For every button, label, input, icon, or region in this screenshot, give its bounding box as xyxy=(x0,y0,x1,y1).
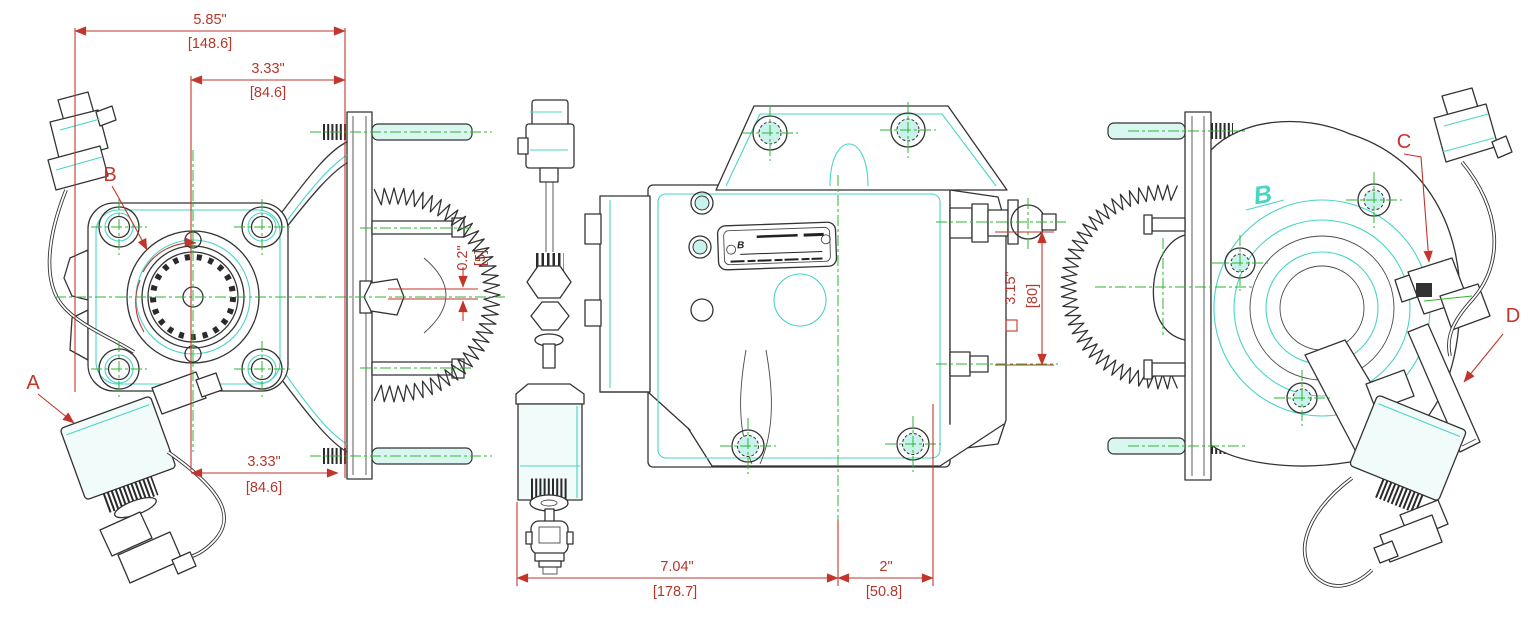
svg-text:[84.6]: [84.6] xyxy=(246,480,282,496)
rotation-arc xyxy=(135,279,145,333)
shift-lever-d xyxy=(1407,323,1481,453)
dim-flange-offset-bottom: 3.33" [84.6] xyxy=(190,454,339,496)
svg-text:C: C xyxy=(1397,131,1411,153)
nameplate-text-lines xyxy=(730,232,824,263)
svg-text:[50.8]: [50.8] xyxy=(866,584,902,600)
svg-text:0.2": 0.2" xyxy=(455,245,471,270)
rear-view: B xyxy=(1060,87,1520,588)
svg-text:7.04": 7.04" xyxy=(660,559,693,575)
shift-solenoid-assembly xyxy=(515,99,585,575)
centerlines xyxy=(55,131,505,457)
svg-text:3.33": 3.33" xyxy=(251,61,284,77)
dim-flange-offset-top: 3.33" [84.6] xyxy=(190,61,346,470)
svg-text:3.15": 3.15" xyxy=(1003,271,1019,304)
svg-text:[178.7]: [178.7] xyxy=(653,584,697,600)
solenoid-a xyxy=(60,371,223,519)
square-symbol xyxy=(1005,319,1018,332)
wire-connector-bottom xyxy=(1373,499,1449,564)
wire-connector-top xyxy=(47,91,117,191)
bottom-flange xyxy=(687,423,1005,467)
svg-text:[84.6]: [84.6] xyxy=(250,85,286,101)
svg-text:D: D xyxy=(1506,305,1520,327)
mounting-plate xyxy=(1184,111,1212,481)
front-view: 5.85" [148.6] 3.33" [84.6] 3.33" [84.6] … xyxy=(26,12,505,584)
callout-b: B xyxy=(103,164,148,251)
bearing-dome xyxy=(423,257,447,334)
svg-text:5.85": 5.85" xyxy=(193,12,226,28)
svg-text:[5]: [5] xyxy=(473,250,489,266)
solenoid-bottom xyxy=(1349,369,1467,515)
nameplate: B xyxy=(716,221,838,271)
top-flange xyxy=(715,105,1008,191)
svg-text:2": 2" xyxy=(879,559,892,575)
shift-cover xyxy=(599,195,651,393)
svg-text:[80]: [80] xyxy=(1025,284,1041,308)
svg-text:3.33": 3.33" xyxy=(247,454,280,470)
callout-a: A xyxy=(26,372,75,424)
dim-body-length: 7.04" [178.7] xyxy=(516,502,839,600)
svg-text:B: B xyxy=(103,164,116,186)
callout-c: C xyxy=(1397,131,1433,263)
centerlines xyxy=(1095,130,1402,447)
rotation-arrow xyxy=(142,237,197,273)
cable xyxy=(166,450,227,561)
dim-gear-offset: 0.2" [5] xyxy=(388,245,489,321)
cable xyxy=(1302,476,1374,588)
dim-overall-width: 5.85" [148.6] xyxy=(74,12,346,478)
callout-d: D xyxy=(1463,305,1520,383)
housing-boss xyxy=(63,249,89,301)
bearing-bulge xyxy=(1152,234,1186,341)
wire-connector-top xyxy=(1433,87,1513,163)
nameplate-logo: B xyxy=(737,240,745,251)
svg-text:A: A xyxy=(26,372,40,394)
gear-teeth xyxy=(373,187,501,403)
side-view: B xyxy=(515,99,1066,600)
casting-logo: B xyxy=(1252,180,1274,210)
svg-text:[148.6]: [148.6] xyxy=(188,36,232,52)
dim-shaft-extension: 2" [50.8] xyxy=(837,404,934,600)
wire-connector-bottom xyxy=(99,511,197,584)
dim-square-flange: 3.15" [80] xyxy=(995,231,1054,366)
gear-teeth xyxy=(1060,184,1178,390)
mounting-studs xyxy=(1107,122,1243,455)
